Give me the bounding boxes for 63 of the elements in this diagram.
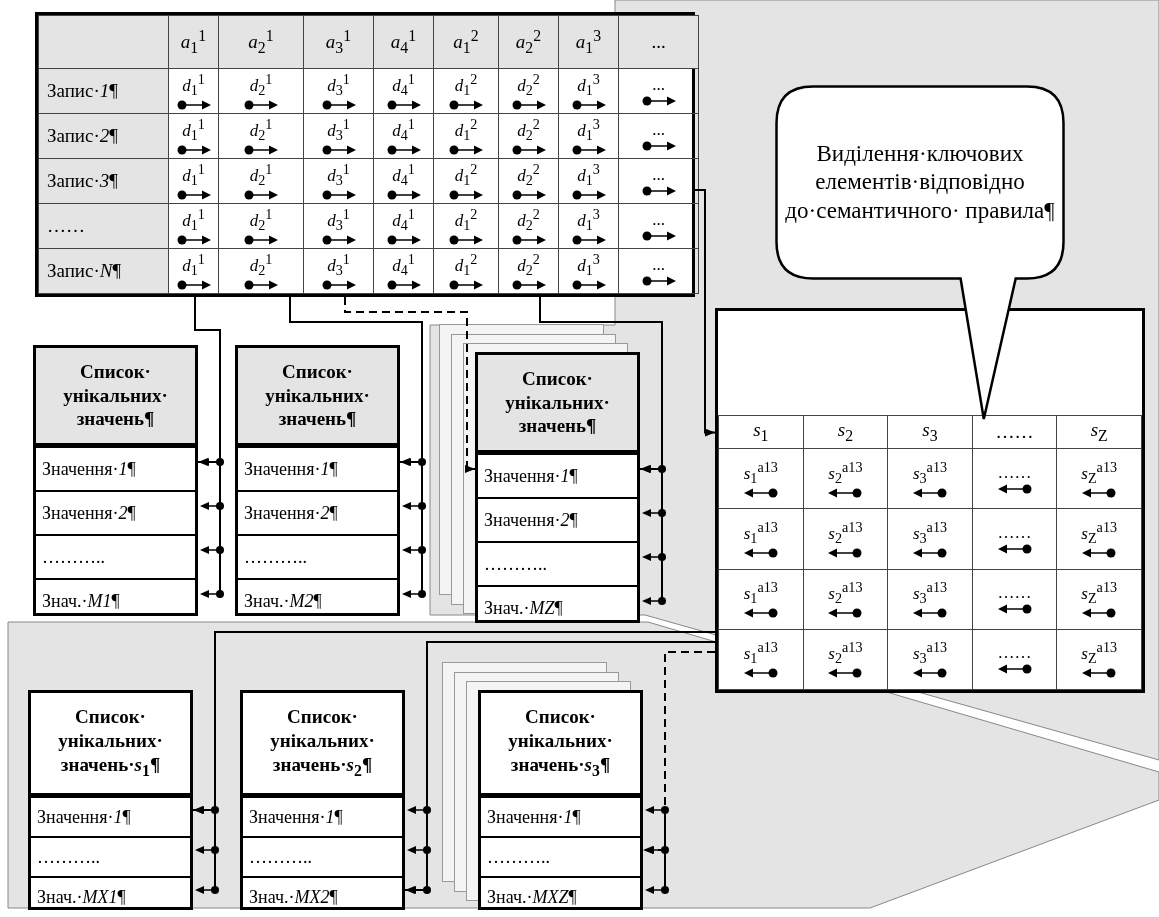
record-label: Запис·N¶ — [47, 260, 122, 281]
list-value: Значення·1¶ — [42, 458, 136, 480]
list-value: ……….. — [42, 546, 105, 568]
list-title: Список·унікальних·значень¶ — [62, 359, 169, 432]
list-value: Значення·2¶ — [484, 509, 578, 531]
column-header: …… — [995, 421, 1034, 442]
list-value: Знач.·MX2¶ — [249, 886, 338, 908]
connector-arrow — [192, 631, 716, 814]
data-value: …… — [996, 584, 1033, 602]
list-value: Значення·1¶ — [244, 458, 338, 480]
list-value: Значення·1¶ — [484, 465, 578, 487]
list-value: Значення·1¶ — [249, 806, 343, 828]
list-value: Знач.·M2¶ — [244, 590, 322, 612]
list-table — [28, 690, 193, 910]
connector-arrow — [344, 296, 476, 473]
data-table — [715, 308, 1145, 693]
list-value: ……….. — [484, 553, 547, 575]
column-header: s$_{2}$ — [837, 419, 854, 441]
connector-arrow — [642, 651, 716, 854]
connector-arrow — [404, 641, 716, 894]
list-value: Знач.·MZ¶ — [484, 597, 563, 619]
connector-arrow — [194, 296, 221, 466]
connector-arrow — [694, 189, 716, 437]
list-value: ……….. — [487, 846, 550, 868]
column-header: s$_{Z}$ — [1090, 419, 1108, 441]
list-value: Значення·2¶ — [244, 502, 338, 524]
callout-text: Виділення·ключових елементів·відповідно до·семантичного· правила¶ — [784, 139, 1056, 225]
record-label: Запис·1¶ — [47, 80, 118, 101]
list-table — [475, 352, 640, 623]
connector-arrow — [289, 296, 423, 466]
data-value: ... — [651, 256, 666, 273]
data-value: ... — [651, 76, 666, 93]
data-value: …… — [996, 463, 1033, 481]
list-title: Список·унікальних·значень·s$_{3}$¶ — [507, 705, 614, 781]
data-value: …… — [996, 523, 1033, 541]
record-label: Запис·3¶ — [47, 170, 118, 191]
list-value: Знач.·M1¶ — [42, 590, 120, 612]
list-value: Знач.·MXZ¶ — [487, 886, 577, 908]
list-table — [235, 345, 400, 616]
list-value: Знач.·MX1¶ — [37, 886, 126, 908]
data-value: ... — [651, 211, 666, 228]
list-value: Значення·1¶ — [37, 806, 131, 828]
list-title: Список·унікальних·значень·s$_{2}$¶ — [269, 705, 376, 781]
list-title: Список·унікальних·значень¶ — [504, 366, 611, 439]
list-title: Список·унікальних·значень¶ — [264, 359, 371, 432]
record-label: …… — [47, 215, 85, 236]
column-header: s$_{3}$ — [922, 419, 938, 441]
list-title: Список·унікальних·значень·s$_{1}$¶ — [57, 705, 164, 781]
data-value: …… — [996, 644, 1033, 662]
list-table — [478, 690, 643, 910]
list-value: Значення·1¶ — [487, 806, 581, 828]
list-value: ……….. — [37, 846, 100, 868]
list-value: ……….. — [249, 846, 312, 868]
data-value: ... — [651, 121, 666, 138]
list-value: Значення·2¶ — [42, 502, 136, 524]
record-label: Запис·2¶ — [47, 125, 118, 146]
list-table — [33, 345, 198, 616]
list-table — [240, 690, 405, 910]
column-header: s$_{1}$ — [753, 419, 769, 441]
data-value: ... — [651, 166, 666, 183]
list-value: ……….. — [244, 546, 307, 568]
connector-arrow — [539, 296, 663, 473]
attribute-header: ... — [651, 31, 666, 52]
